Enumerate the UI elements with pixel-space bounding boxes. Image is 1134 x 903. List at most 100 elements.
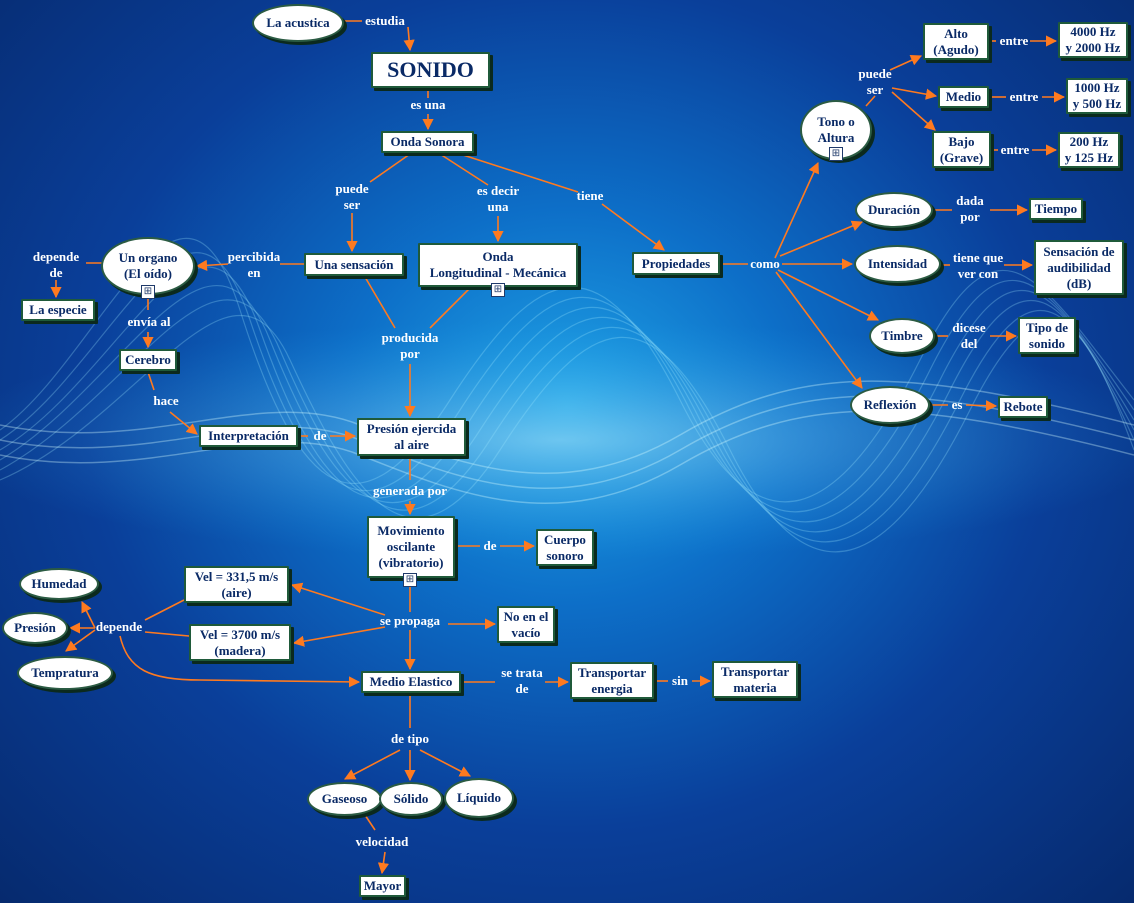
node-no-vacio[interactable]: No en el vacío [497, 606, 555, 643]
connector-line [65, 629, 96, 652]
link-label: tiene que ver con [952, 250, 1004, 281]
connector-line [119, 635, 361, 688]
link-label: de [313, 428, 327, 443]
node-humedad[interactable]: Humedad [19, 568, 99, 600]
concept-map-icon[interactable]: ⊞ [141, 285, 155, 299]
link-label: percibida en [227, 249, 281, 280]
link-label: puede ser [335, 181, 369, 212]
node-mayor[interactable]: Mayor [359, 875, 406, 897]
node-timbre[interactable]: Timbre [869, 318, 935, 354]
link-label: entre [999, 33, 1029, 48]
concept-map-icon[interactable]: ⊞ [491, 283, 505, 297]
connector-line [865, 95, 876, 107]
connector-line [292, 626, 386, 647]
link-label: puede ser [858, 66, 892, 97]
node-propiedades[interactable]: Propiedades [632, 252, 720, 275]
connector-line [601, 203, 665, 251]
node-medio[interactable]: Medio [938, 86, 989, 108]
link-label: se trata de [501, 665, 543, 696]
connector-line [403, 26, 415, 52]
node-intensidad[interactable]: Intensidad [854, 245, 941, 283]
node-rebote[interactable]: Rebote [998, 396, 1048, 418]
node-tiempo[interactable]: Tiempo [1029, 198, 1083, 220]
link-label: velocidad [355, 834, 409, 849]
connector-line [459, 153, 579, 193]
connector-line [889, 55, 923, 71]
link-label: es decir una [476, 183, 520, 214]
node-hz-4000[interactable]: 4000 Hz y 2000 Hz [1058, 22, 1128, 58]
node-gaseoso[interactable]: Gaseoso [307, 782, 382, 816]
link-label: de [483, 538, 497, 553]
link-label: generada por [372, 483, 448, 498]
connector-line [364, 276, 396, 329]
link-label: envía al [127, 314, 171, 329]
link-label: es [951, 397, 963, 412]
node-onda-sonora[interactable]: Onda Sonora [381, 131, 474, 153]
link-label: hace [153, 393, 179, 408]
node-reflexion[interactable]: Reflexión [850, 386, 930, 424]
connector-line [290, 582, 386, 616]
link-label: dada por [956, 193, 984, 224]
link-label: es una [410, 97, 446, 112]
link-label: depende de [32, 249, 80, 280]
link-label: sin [672, 673, 688, 688]
node-cuerpo-sonoro[interactable]: Cuerpo sonoro [536, 529, 594, 566]
node-sensacion-db[interactable]: Sensación de audibilidad (dB) [1034, 240, 1124, 295]
connector-line [891, 87, 938, 100]
node-sonido[interactable]: SONIDO [371, 52, 490, 88]
concept-map-icon[interactable]: ⊞ [829, 147, 843, 161]
connector-line [144, 631, 190, 637]
connector-line [195, 259, 229, 271]
link-label: depende [95, 619, 143, 634]
connector-line [364, 814, 376, 831]
link-label: estudia [365, 13, 405, 28]
connector-line [891, 91, 936, 131]
node-una-sensacion[interactable]: Una sensación [304, 253, 404, 276]
node-interpretacion[interactable]: Interpretación [199, 425, 298, 447]
connector-line [419, 749, 471, 777]
connector-line [369, 153, 411, 183]
node-tempratura[interactable]: Tempratura [17, 656, 113, 690]
link-label: entre [1000, 142, 1030, 157]
connector-line [774, 161, 819, 259]
node-la-especie[interactable]: La especie [21, 299, 95, 321]
node-liquido[interactable]: Líquido [444, 778, 514, 818]
connector-line [439, 153, 489, 186]
node-cerebro[interactable]: Cerebro [119, 349, 177, 371]
connector-line [429, 287, 471, 329]
connector-line [777, 269, 880, 321]
node-tipo-sonido[interactable]: Tipo de sonido [1018, 317, 1076, 354]
node-vel-aire[interactable]: Vel = 331,5 m/s (aire) [184, 566, 289, 603]
link-label: de tipo [391, 731, 429, 746]
node-hz-200[interactable]: 200 Hz y 125 Hz [1058, 132, 1120, 168]
link-label: tiene [576, 188, 604, 203]
node-onda-longitudinal[interactable]: Onda Longitudinal - Mecánica [418, 243, 578, 287]
connector-line [779, 220, 864, 257]
node-vel-madera[interactable]: Vel = 3700 m/s (madera) [189, 624, 291, 661]
link-label: se propaga [379, 613, 441, 628]
node-duracion[interactable]: Duración [855, 192, 933, 228]
node-presion-ejercida[interactable]: Presión ejercida al aire [357, 418, 466, 456]
node-hz-1000[interactable]: 1000 Hz y 500 Hz [1066, 78, 1128, 114]
link-label: dicese del [952, 320, 986, 351]
node-bajo[interactable]: Bajo (Grave) [932, 131, 991, 168]
connector-line [965, 400, 998, 412]
node-movimiento[interactable]: Movimiento oscilante (vibratorio) [367, 516, 455, 578]
link-label: producida por [381, 330, 439, 361]
node-alto[interactable]: Alto (Agudo) [923, 23, 989, 60]
connector-line [775, 271, 863, 389]
connector-line [81, 600, 96, 629]
link-label: entre [1009, 89, 1039, 104]
node-solido[interactable]: Sólido [379, 782, 443, 816]
connector-line [144, 599, 185, 621]
node-transportar-materia[interactable]: Transportar materia [712, 661, 798, 698]
connector-line [377, 851, 389, 875]
node-presion[interactable]: Presión [2, 612, 68, 644]
node-la-acustica[interactable]: La acustica [252, 4, 344, 42]
node-transportar-energia[interactable]: Transportar energia [570, 662, 654, 699]
node-medio-elastico[interactable]: Medio Elastico [361, 671, 461, 693]
connector-line [147, 371, 155, 391]
link-label: como [750, 256, 780, 271]
concept-map-icon[interactable]: ⊞ [403, 573, 417, 587]
